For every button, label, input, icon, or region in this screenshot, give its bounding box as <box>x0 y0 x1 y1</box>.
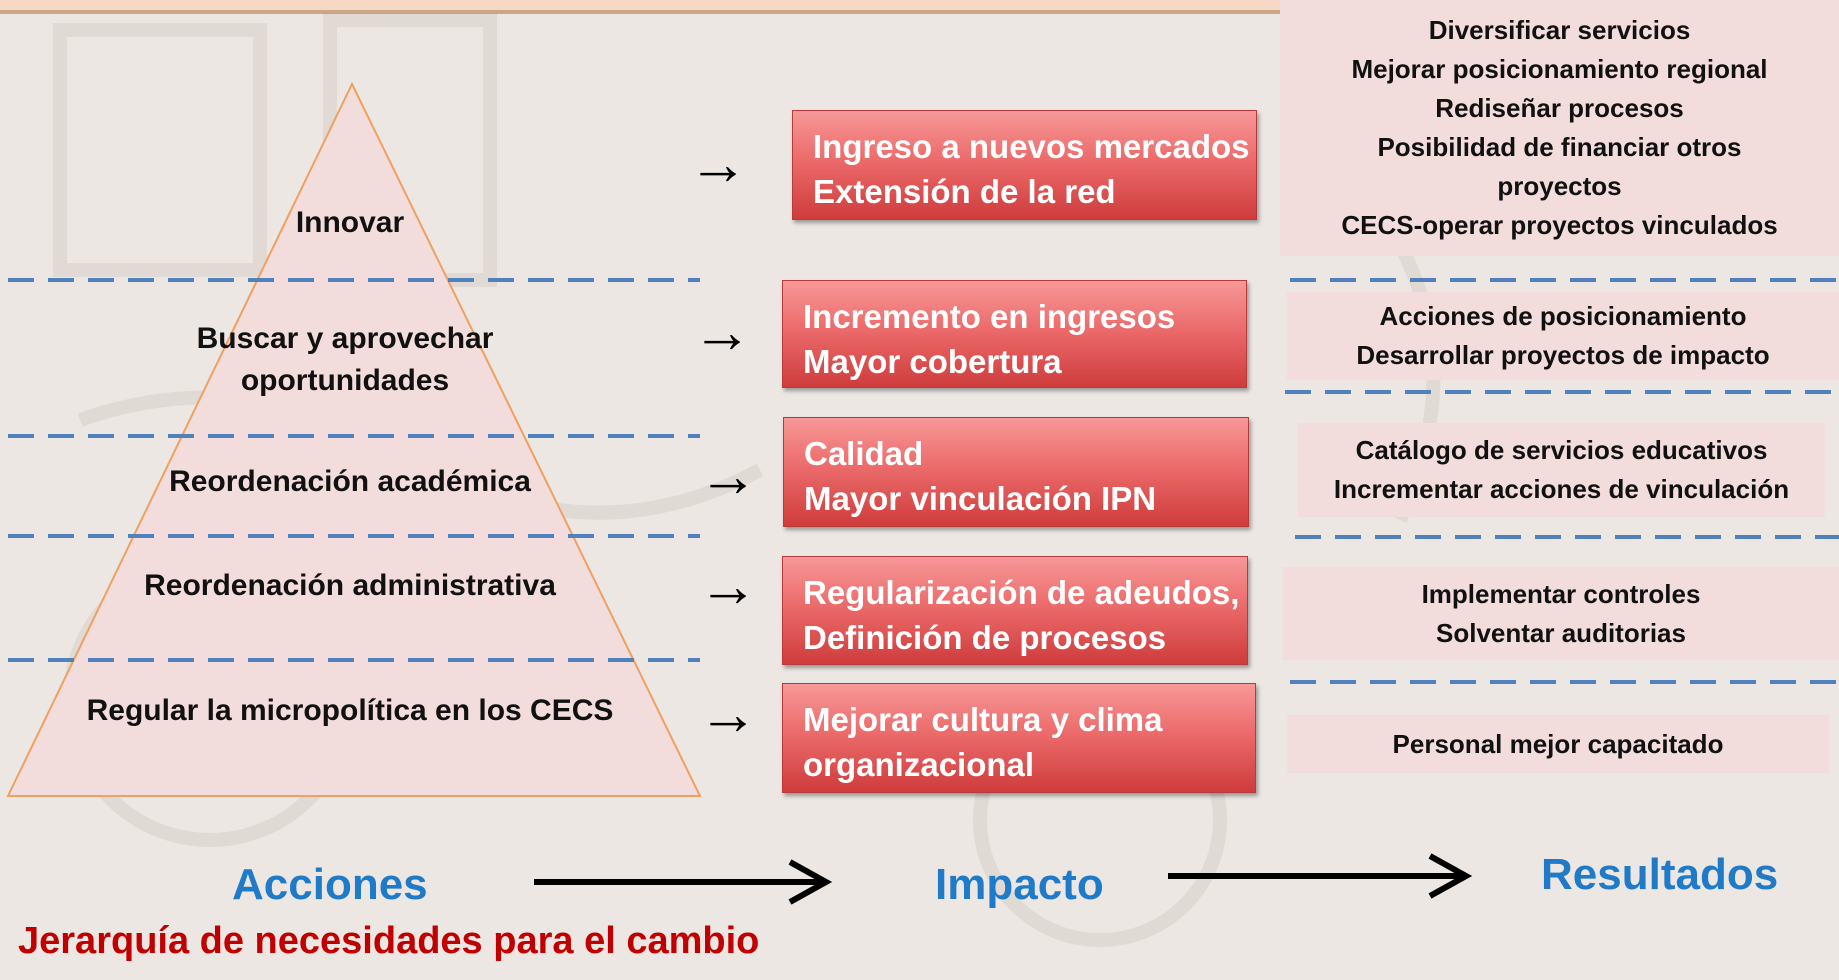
pyramid-level-oportunidades: Buscar y aprovechar oportunidades <box>196 322 494 397</box>
impact-box-5: Mejorar cultura y clima organizacional <box>782 683 1256 793</box>
flow-label-acciones: Acciones <box>232 860 428 909</box>
diagram-title: Jerarquía de necesidades para el cambio <box>18 920 760 962</box>
result-box-2-line2: Desarrollar proyectos de impacto <box>1356 340 1770 370</box>
impact-box-3-line2: Mayor vinculación IPN <box>804 480 1157 517</box>
result-box-1: Diversificar servicios Mejorar posiciona… <box>1280 0 1839 256</box>
result-box-3-line1: Catálogo de servicios educativos <box>1355 435 1768 465</box>
result-box-1-line3: Rediseñar procesos <box>1435 93 1684 123</box>
result-box-4-line1: Implementar controles <box>1421 578 1701 609</box>
result-box-1-line5: proyectos <box>1497 171 1622 201</box>
impact-box-2-line2: Mayor cobertura <box>803 343 1062 380</box>
level-arrow-3: → <box>698 442 758 509</box>
result-box-3-line2: Incrementar acciones de vinculación <box>1333 474 1790 504</box>
level-separators-left <box>8 278 700 662</box>
impact-box-2: Incremento en ingresos Mayor cobertura <box>782 280 1247 388</box>
impact-box-5-line1: Mejorar cultura y clima <box>803 701 1163 738</box>
result-box-1-line6: CECS-operar proyectos vinculados <box>1341 210 1778 240</box>
impact-box-5-line2: organizacional <box>803 746 1035 783</box>
pyramid-level-micropolitica: Regular la micropolítica en los CECS <box>86 694 614 727</box>
level-arrow-1: → <box>688 130 748 197</box>
pyramid-level-administrativa: Reordenación administrativa <box>144 569 556 602</box>
impact-box-1: Ingreso a nuevos mercados Extensión de l… <box>792 110 1257 220</box>
result-box-5-line1: Personal mejor capacitado <box>1392 728 1724 759</box>
flow-arrow-acciones-impacto <box>534 859 833 905</box>
impact-box-1-line2: Extensión de la red <box>813 173 1116 210</box>
pyramid-level-academica: Reordenación académica <box>169 465 531 498</box>
impact-box-4: Regularización de adeudos, Definición de… <box>782 556 1248 665</box>
result-box-1-line1: Diversificar servicios <box>1428 15 1691 45</box>
impact-box-3: Calidad Mayor vinculación IPN <box>783 417 1249 527</box>
result-box-1-line2: Mejorar posicionamiento regional <box>1351 54 1768 84</box>
flow-label-resultados: Resultados <box>1541 850 1779 899</box>
impact-box-4-line1: Regularización de adeudos, <box>803 574 1240 611</box>
result-box-1-line4: Posibilidad de financiar otros <box>1377 132 1742 162</box>
result-box-2: Acciones de posicionamiento Desarrollar … <box>1287 292 1839 380</box>
impact-box-2-line1: Incremento en ingresos <box>803 298 1176 335</box>
result-box-2-line1: Acciones de posicionamiento <box>1379 301 1747 331</box>
result-box-4: Implementar controles Solventar auditori… <box>1283 567 1839 660</box>
level-arrow-5: → <box>698 680 758 747</box>
impact-box-3-line1: Calidad <box>804 435 924 472</box>
result-box-3: Catálogo de servicios educativos Increme… <box>1298 423 1825 517</box>
result-box-5: Personal mejor capacitado <box>1287 715 1829 773</box>
impact-box-4-line2: Definición de procesos <box>803 619 1167 656</box>
flow-arrow-impacto-resultados <box>1168 853 1473 899</box>
result-box-4-line2: Solventar auditorias <box>1436 617 1686 648</box>
pyramid-shape <box>6 81 702 797</box>
level-arrow-2: → <box>692 298 752 365</box>
pyramid-level-innovar: Innovar <box>295 206 405 239</box>
level-arrow-4: → <box>698 552 758 619</box>
level-separators-right <box>1285 278 1839 684</box>
impact-box-1-line1: Ingreso a nuevos mercados <box>813 128 1250 165</box>
flow-label-impacto: Impacto <box>935 860 1104 909</box>
